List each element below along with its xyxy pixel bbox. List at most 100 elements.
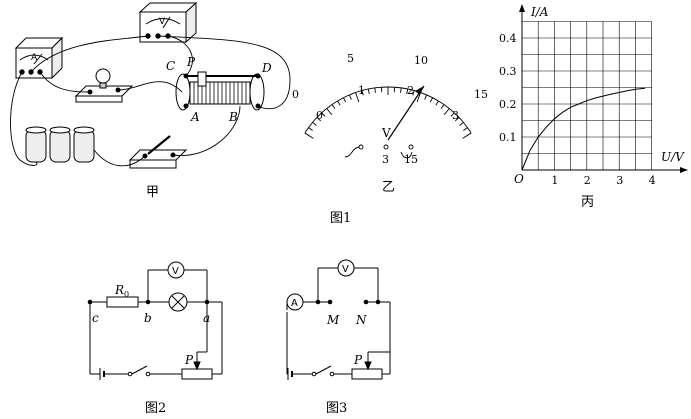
- y-tick-label: 0.4: [499, 32, 517, 45]
- dial-tick: [337, 100, 341, 106]
- fig2-lamp-cross-b: [171, 295, 185, 309]
- fig3-node-m-left: [315, 299, 321, 305]
- fig3-node-n-right: [375, 299, 381, 305]
- apparatus-caption: 甲: [146, 185, 159, 200]
- dial-tick: [312, 122, 317, 126]
- graph-y-label: I/A: [530, 5, 549, 19]
- connecting-wires: [10, 35, 291, 167]
- apparatus-labels: A V C P D A B 甲: [31, 17, 272, 200]
- dial-arc: [304, 86, 472, 134]
- ammeter-label: A: [31, 53, 38, 63]
- dial-tick: [355, 92, 360, 103]
- switch-icon: [128, 135, 188, 169]
- terminal-label-c: C: [166, 59, 175, 73]
- graph-grid: [522, 21, 652, 170]
- terminal-label-d: D: [261, 61, 272, 75]
- dial-tick: [412, 90, 415, 96]
- rheostat-icon: [175, 71, 265, 111]
- dial-upper-5: 5: [347, 52, 354, 65]
- fig2-rheostat-icon: [181, 368, 213, 380]
- fig3-switch-pivot: [311, 371, 317, 377]
- fig2-switch-contact: [145, 371, 151, 377]
- voltmeter-dial: 0 5 10 15 0 1 2 3 V 3 15 乙: [292, 52, 488, 195]
- fig3-voltmeter-label: V: [342, 264, 349, 275]
- dial-terminal-3: 3: [382, 153, 389, 166]
- dial-tick: [406, 88, 409, 94]
- fig2-node-a: [204, 299, 210, 305]
- bulb-icon: [74, 68, 134, 103]
- voltmeter-icon: [138, 1, 198, 44]
- dial-tick: [463, 127, 468, 131]
- fig2-point-p: P: [184, 353, 194, 367]
- fig3-node-n: [363, 299, 369, 305]
- x-tick-label: 1: [551, 174, 558, 187]
- fig2-point-c: c: [92, 311, 99, 325]
- graph-caption: 丙: [581, 195, 594, 210]
- fig2-node-c: [87, 299, 93, 305]
- fig2-resistor-icon: [106, 296, 139, 308]
- figure2-title: 图2: [145, 401, 166, 416]
- dial-tick: [321, 112, 326, 117]
- terminal-label-a: A: [190, 110, 200, 124]
- fig2-node-b: [145, 299, 151, 305]
- ammeter-icon: [14, 36, 64, 80]
- dial-tick: [343, 97, 347, 103]
- fig3-rheostat-icon: [351, 368, 383, 380]
- terminal-label-p: P: [186, 55, 196, 69]
- figure2-labels: V R 0 c b a P 图2: [92, 266, 210, 416]
- voltmeter-label: V: [159, 17, 166, 27]
- figure3-dots: [311, 299, 381, 377]
- fig2-point-b: b: [144, 311, 152, 325]
- x-tick-label: 3: [616, 174, 623, 187]
- fig2-slider-arrow: [193, 361, 201, 371]
- fig2-voltmeter-label: V: [172, 266, 179, 277]
- dial-tick: [400, 87, 402, 93]
- dial-needle-tip: [415, 86, 424, 95]
- graph-x-label: U/V: [661, 150, 685, 164]
- dial-tick: [424, 94, 428, 100]
- dial-lower-3: 3: [452, 109, 459, 122]
- y-axis-arrow: [519, 4, 525, 12]
- x-axis-arrow: [680, 167, 688, 173]
- y-tick-label: 0.3: [499, 65, 517, 78]
- fig2-resistor-sub: 0: [124, 290, 129, 299]
- dial-tick: [304, 132, 314, 139]
- fig3-point-n: N: [355, 313, 367, 327]
- dial-lower-0: 0: [316, 109, 323, 122]
- dial-tick: [326, 108, 333, 116]
- dial-tick: [435, 100, 439, 106]
- apparatus-drawing: [10, 1, 291, 169]
- fig2-switch-blade: [131, 365, 148, 375]
- dial-tick: [308, 127, 313, 131]
- fig3-point-m: M: [326, 313, 340, 327]
- dial-terminal-15: 15: [404, 153, 418, 166]
- dial-tick: [450, 112, 455, 117]
- dial-tick: [440, 104, 445, 109]
- fig3-point-p: P: [353, 353, 363, 367]
- dial-upper-0: 0: [292, 88, 299, 101]
- fig3-ammeter-icon: [286, 293, 304, 311]
- dial-terminals: [344, 144, 414, 159]
- fig2-point-a: a: [203, 311, 210, 325]
- dial-caption: 乙: [382, 180, 395, 195]
- x-tick-label: 4: [649, 174, 656, 187]
- fig3-ammeter-label: A: [291, 298, 298, 309]
- dial-tick: [348, 94, 352, 100]
- fig3-switch-contact: [329, 371, 335, 377]
- graph-series-curve: [521, 87, 646, 171]
- dial-lower-2: 2: [407, 84, 414, 97]
- dial-tick: [455, 117, 460, 122]
- figure3-title: 图3: [326, 401, 347, 416]
- dial-tick: [429, 97, 433, 103]
- fig3-switch-blade: [315, 365, 332, 375]
- figure3-labels: V A M N P 图3: [291, 264, 367, 416]
- fig3-slider-arrow: [364, 361, 372, 371]
- dial-tick: [367, 88, 370, 94]
- figure1-title: 图1: [330, 211, 351, 226]
- dial-needle: [387, 85, 425, 141]
- x-tick-label: 2: [584, 174, 591, 187]
